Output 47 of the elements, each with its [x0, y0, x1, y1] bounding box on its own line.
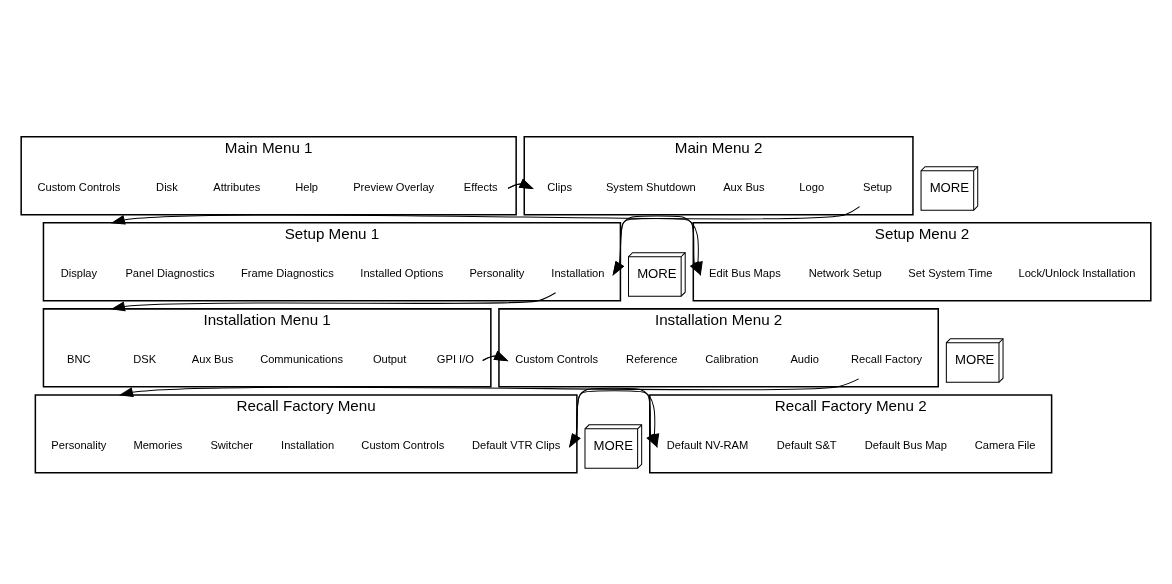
node-text: Display — [60, 267, 98, 280]
node-text: Output — [372, 353, 407, 366]
node-text: Aux Bus — [723, 181, 765, 194]
node-text: Default NV-RAM — [666, 439, 749, 452]
node-text: Logo — [799, 181, 825, 194]
node-text: Default Bus Map — [864, 439, 947, 452]
node-text: Installed Options — [360, 267, 444, 280]
node-text: Set System Time — [908, 267, 993, 280]
node-text: Help — [295, 181, 319, 194]
node-text: Network Setup — [808, 267, 882, 280]
node-text: Panel Diagnostics — [125, 267, 215, 280]
node-text: Personality — [469, 267, 525, 280]
node-text: Custom Controls — [361, 439, 445, 452]
node-text: Frame Diagnostics — [241, 267, 334, 280]
node-text: Clips — [547, 181, 573, 194]
node-text: Switcher — [210, 439, 254, 452]
node-text: Camera File — [974, 439, 1036, 452]
node-text: DSK — [133, 353, 157, 366]
node-text: Installation — [551, 267, 605, 280]
node-text: Personality — [51, 439, 107, 452]
node-text: Installation — [281, 439, 335, 452]
node-text: Recall Factory — [851, 353, 923, 366]
node-text: Reference — [626, 353, 678, 366]
node-text: Default VTR Clips — [471, 439, 561, 452]
node-text: Custom Controls — [515, 353, 599, 366]
arrow — [118, 378, 860, 398]
node-text: GPI I/O — [436, 353, 474, 366]
node-text: Default S&T — [776, 439, 837, 452]
node-text: Effects — [463, 181, 498, 194]
node-text: Memories — [133, 439, 183, 452]
node-text: Aux Bus — [191, 353, 234, 366]
node-text: Edit Bus Maps — [709, 267, 781, 280]
node-text: Disk — [156, 181, 178, 194]
arrow — [507, 178, 534, 190]
node-text: BNC — [67, 353, 91, 366]
arrow — [482, 350, 509, 362]
node-text: Calibration — [705, 353, 759, 366]
node-text: Lock/Unlock Installation — [1018, 267, 1136, 280]
node-text: Communications — [260, 353, 343, 366]
node-text: Preview Overlay — [353, 181, 435, 194]
node-text: Audio — [790, 353, 819, 366]
arrow — [110, 206, 861, 225]
node-text: Custom Controls — [37, 181, 121, 194]
arrow — [110, 292, 557, 312]
node-text: Setup — [862, 181, 893, 194]
node-text: Attributes — [213, 181, 261, 194]
node-text: System Shutdown — [605, 181, 696, 194]
